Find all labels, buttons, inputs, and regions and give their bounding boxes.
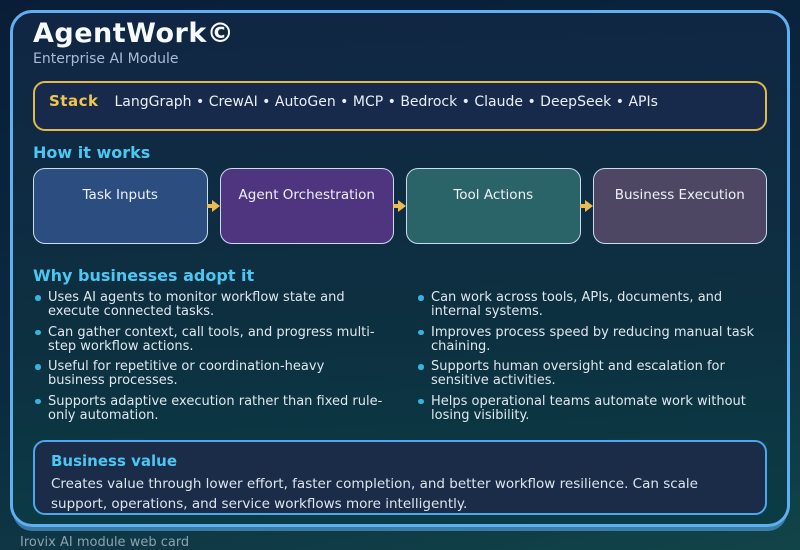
list-item: Helps operational teams automate work wi… [416,394,767,424]
flow-step-task-inputs: Task Inputs [33,168,208,244]
list-item: Improves process speed by reducing manua… [416,325,767,355]
flow-step-agent-orchestration: Agent Orchestration [219,168,394,244]
flow-arrow-icon [206,168,220,244]
flow-step-tool-actions: Tool Actions [406,168,581,244]
benefits-columns: Uses AI agents to monitor workflow state… [33,290,767,429]
agentwork-card: AgentWork© Enterprise AI Module Stack La… [10,10,790,527]
benefits-right-column: Can work across tools, APIs, documents, … [416,290,767,429]
benefits-right-list: Can work across tools, APIs, documents, … [416,290,767,424]
flow-step-business-execution: Business Execution [592,168,767,244]
page-title: AgentWork© [33,18,235,49]
footer-caption: Irovix AI module web card [20,535,190,550]
list-item: Uses AI agents to monitor workflow state… [33,290,384,320]
business-value-text: Creates value through lower effort, fast… [51,476,698,512]
how-it-works-heading: How it works [33,143,151,162]
list-item: Useful for repetitive or coordination-he… [33,360,384,389]
stack-items-list: LangGraph • CrewAI • AutoGen • MCP • Bed… [114,94,658,110]
stack-label: Stack [49,92,99,110]
benefits-left-column: Uses AI agents to monitor workflow state… [33,290,384,429]
page-subtitle: Enterprise AI Module [33,51,179,67]
benefits-left-list: Uses AI agents to monitor workflow state… [33,290,384,424]
list-item: Can work across tools, APIs, documents, … [416,290,767,320]
business-value-heading: Business value [51,452,178,471]
flow-arrow-icon [579,168,593,244]
business-value-panel: Business value Creates value through low… [33,440,767,516]
stack-bar: Stack LangGraph • CrewAI • AutoGen • MCP… [33,81,767,131]
list-item: Supports adaptive execution rather than … [33,394,384,424]
list-item: Supports human oversight and escalation … [416,360,767,389]
flow-diagram: Task Inputs Agent Orchestration Tool Act… [33,168,767,244]
flow-arrow-icon [393,168,406,244]
why-adopt-heading: Why businesses adopt it [33,266,255,285]
list-item: Can gather context, call tools, and prog… [33,325,384,355]
